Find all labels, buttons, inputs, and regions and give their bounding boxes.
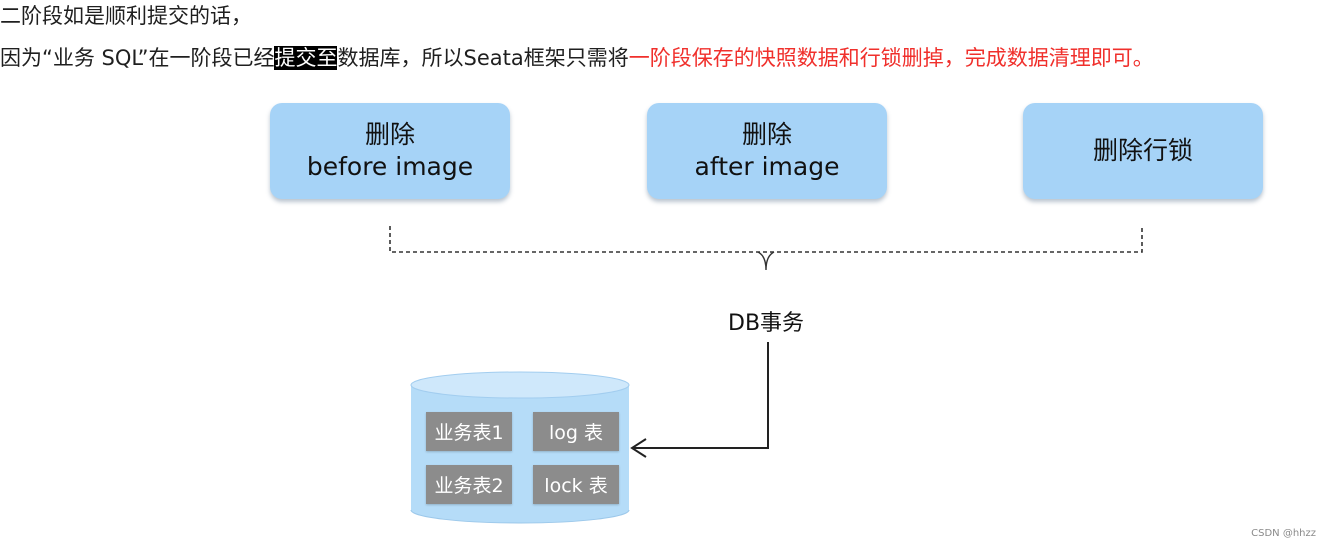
box-line-1: 删除	[741, 120, 792, 149]
box-line-1: 删除行锁	[1092, 136, 1193, 165]
business-table-2: 业务表2	[426, 465, 512, 504]
lock-table: lock 表	[533, 465, 619, 504]
intro-text-plain-a: 因为“业务 SQL”在一阶段已经	[0, 46, 275, 70]
watermark: CSDN @hhzz	[1251, 528, 1316, 539]
delete-row-lock-box: 删除行锁	[1023, 103, 1263, 199]
intro-text-line-2: 因为“业务 SQL”在一阶段已经提交至数据库，所以Seata框架只需将一阶段保存…	[0, 44, 1154, 72]
dashed-brace	[389, 226, 1143, 253]
box-line-1: 删除	[364, 120, 415, 149]
db-arrow	[634, 342, 769, 449]
delete-after-image-box: 删除 after image	[647, 103, 887, 199]
log-table: log 表	[533, 412, 619, 451]
box-line-2: before image	[306, 152, 474, 181]
selected-text-highlight: 提交至	[274, 46, 338, 70]
business-table-1: 业务表1	[426, 412, 512, 451]
brace-center-tip	[757, 251, 775, 271]
intro-text-plain-b: 数据库，所以Seata框架只需将	[337, 46, 629, 70]
intro-text-line-1: 二阶段如是顺利提交的话，	[0, 4, 252, 28]
delete-before-image-box: 删除 before image	[270, 103, 510, 199]
box-line-2: after image	[694, 152, 840, 181]
db-transaction-label: DB事务	[728, 311, 805, 336]
db-arrow-head	[630, 438, 647, 458]
emphasis-red-text: 一阶段保存的快照数据和行锁删掉，完成数据清理即可。	[628, 46, 1154, 70]
